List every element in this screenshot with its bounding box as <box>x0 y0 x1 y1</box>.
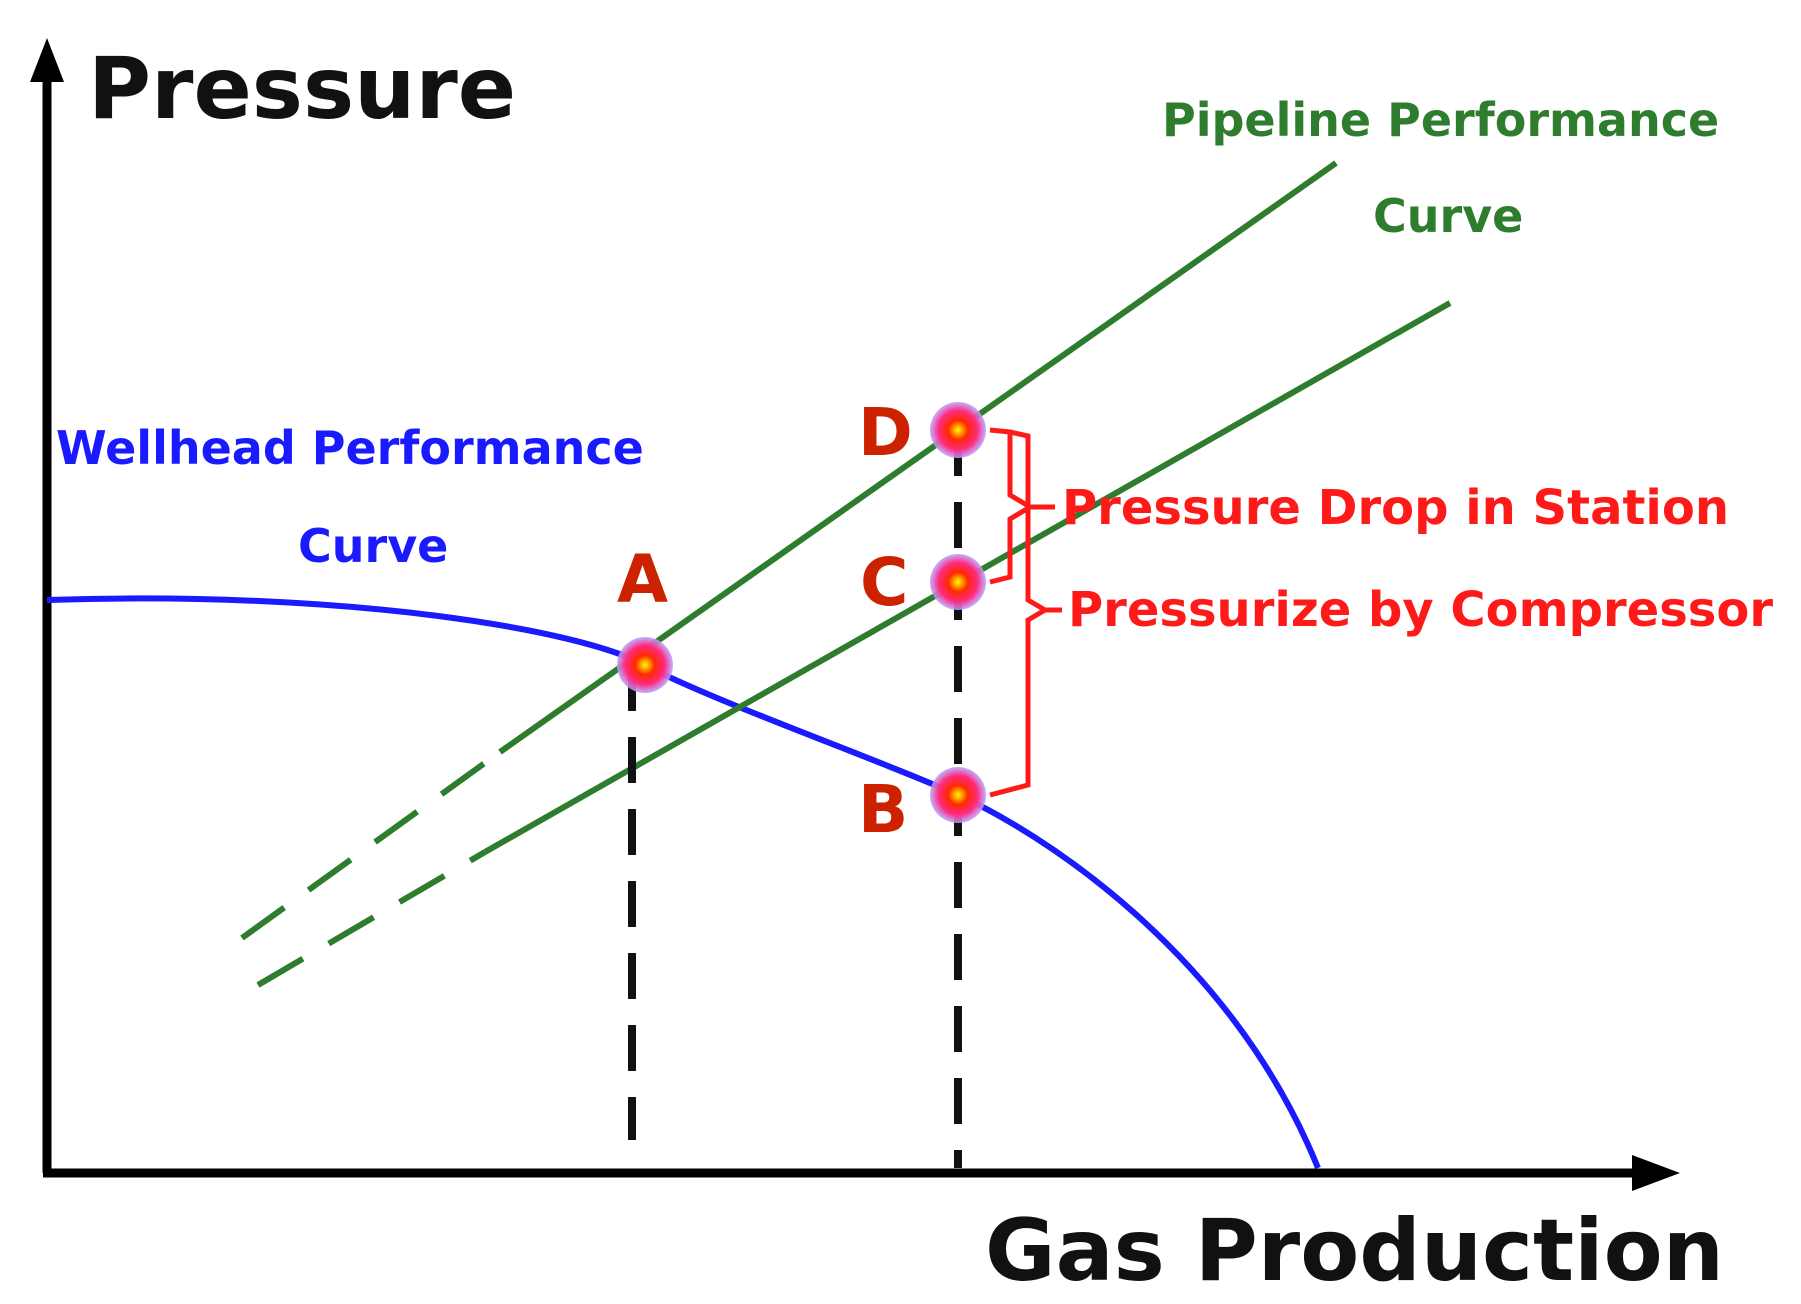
point-b-label: B <box>858 771 908 848</box>
points <box>617 402 986 823</box>
point-a-label: A <box>617 541 668 618</box>
pressurize-label: Pressurize by Compressor <box>1068 582 1773 638</box>
x-axis-title: Gas Production <box>985 1201 1724 1301</box>
point-c-marker <box>930 554 986 610</box>
wellhead-performance-curve <box>46 595 1321 1170</box>
wellhead-label-line2: Curve <box>298 519 448 573</box>
pipeline-curve-lower-dashed <box>256 849 487 988</box>
point-d-marker <box>930 402 986 458</box>
point-b-marker <box>930 767 986 823</box>
point-c-label: C <box>860 544 908 621</box>
point-a-marker <box>617 637 673 693</box>
x-axis-arrow <box>1632 1155 1680 1191</box>
pipeline-label-line1: Pipeline Performance <box>1162 93 1719 147</box>
pipeline-label-line2: Curve <box>1373 189 1523 243</box>
wellhead-label-line1: Wellhead Performance <box>56 421 644 475</box>
red-braces <box>989 427 1062 798</box>
point-d-label: D <box>858 394 913 471</box>
y-axis-arrow <box>30 38 64 82</box>
pipeline-curve-upper-dashed <box>240 749 502 941</box>
pipeline-curves <box>240 160 1452 988</box>
axes <box>30 38 1680 1191</box>
pressure-drop-label: Pressure Drop in Station <box>1062 480 1729 536</box>
brace-pressurize <box>989 429 1050 798</box>
y-axis-title: Pressure <box>88 39 516 139</box>
